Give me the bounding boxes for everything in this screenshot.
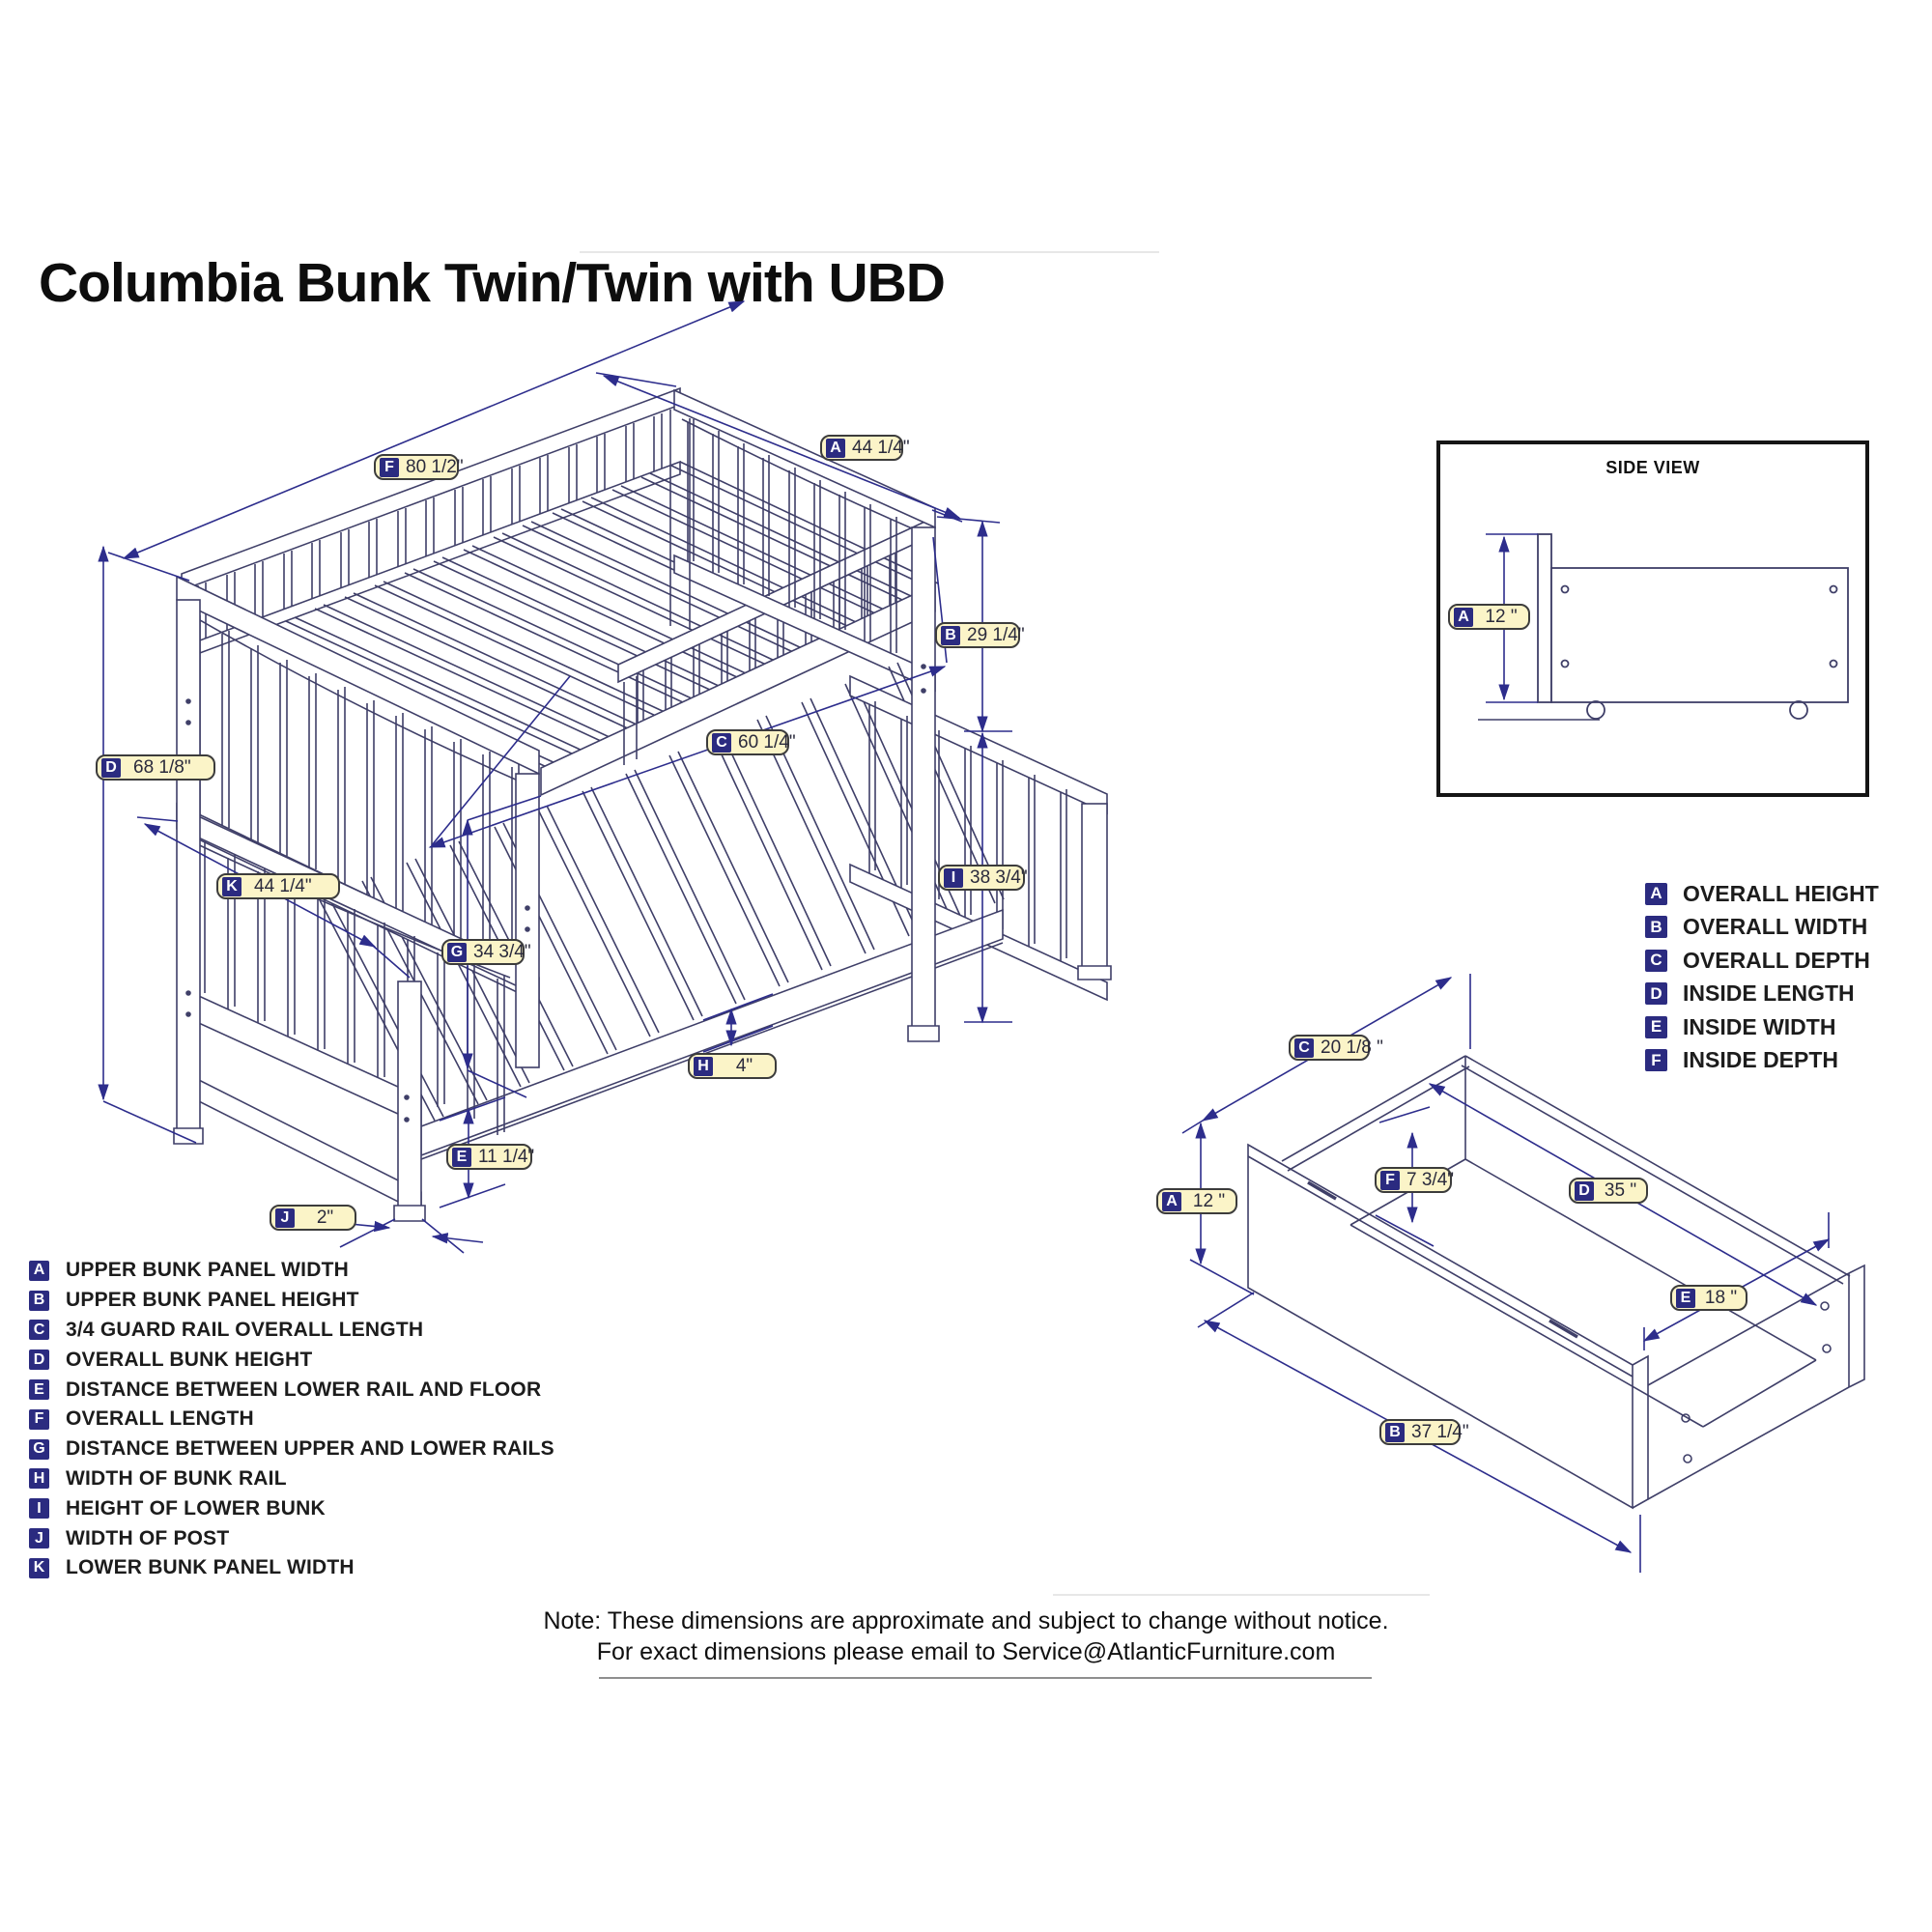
note-line-2: For exact dimensions please email to Ser… (596, 1638, 1336, 1665)
dim-badge: A (1162, 1191, 1181, 1211)
bed-dim-J: J 2" (270, 1205, 356, 1231)
side-view-dim-A: A 12 " (1448, 604, 1530, 630)
dim-badge: K (222, 876, 242, 896)
dim-badge: E (452, 1147, 471, 1167)
drawer-dim-C: C 20 1/8 " (1289, 1035, 1383, 1061)
bed-dim-I: I 38 3/4" (938, 865, 1028, 891)
side-view-title: SIDE VIEW (1605, 458, 1700, 477)
note-line-1: Note: These dimensions are approximate a… (543, 1607, 1389, 1634)
dim-badge: I (944, 867, 963, 888)
drawer-dim-D: D 35 " (1569, 1178, 1648, 1204)
dim-badge: J (275, 1208, 295, 1228)
bed-dim-H: H 4" (688, 1053, 777, 1079)
drawer-dim-E: E 18 " (1670, 1285, 1747, 1311)
drawer-dim-A: A 12 " (1156, 1188, 1237, 1214)
note-underline (599, 1677, 1372, 1679)
drawer-drawing (1247, 1055, 1865, 1510)
note: Note: These dimensions are approximate a… (435, 1605, 1497, 1667)
dim-badge: A (826, 438, 845, 458)
dim-badge: B (941, 625, 960, 645)
bed-dimension-lines (98, 300, 1012, 1254)
bed-dim-D: D 68 1/8" (96, 754, 215, 781)
bed-dim-G: G 34 3/4" (441, 939, 531, 965)
artifact-line-top (580, 251, 1159, 253)
side-view-drawing (1478, 533, 1849, 721)
dim-badge: D (101, 757, 121, 778)
dim-badge: D (1575, 1180, 1594, 1201)
dim-badge: H (694, 1056, 713, 1076)
drawer-dim-F: F 7 3/4" (1375, 1167, 1454, 1193)
dim-badge: A (1454, 607, 1473, 627)
dim-badge: G (447, 942, 467, 962)
side-view-box: SIDE VIEW (1436, 440, 1869, 797)
dim-badge: C (1294, 1037, 1314, 1058)
bed-dim-F: F 80 1/2" (374, 454, 464, 480)
dim-badge: E (1676, 1288, 1695, 1308)
artifact-line-note (1053, 1594, 1430, 1596)
dim-badge: C (712, 732, 731, 753)
bed-dim-C: C 60 1/4" (706, 729, 796, 755)
bed-dim-A: A 44 1/4" (820, 435, 910, 461)
dim-badge: B (1385, 1422, 1405, 1442)
dim-badge: F (1380, 1170, 1400, 1190)
bed-drawing (173, 386, 1112, 1222)
bed-dim-E: E 11 1/4" (446, 1144, 534, 1170)
bed-dim-K: K 44 1/4" (216, 873, 340, 899)
drawer-dim-B: B 37 1/4" (1379, 1419, 1469, 1445)
dim-badge: F (380, 457, 399, 477)
bed-dim-B: B 29 1/4" (935, 622, 1025, 648)
